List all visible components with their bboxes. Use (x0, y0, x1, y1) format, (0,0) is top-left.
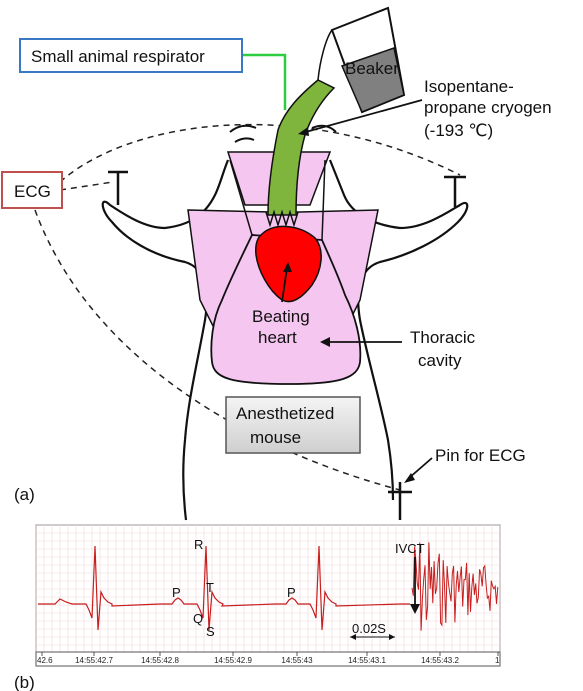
ecg-gridlines (35, 524, 501, 652)
ecg-chart: 42.6 14:55:42.7 14:55:42.8 14:55:42.9 14:55:… (35, 524, 501, 667)
wave-P1: P (172, 585, 181, 600)
time-axis (35, 651, 501, 667)
scale-bar (350, 634, 395, 640)
cryogen-label-3: (-193 ℃) (424, 121, 493, 140)
thoracic-arrow (320, 337, 402, 347)
pin-arrow (404, 457, 433, 483)
cryogen-arrow (298, 99, 423, 136)
ecg-box (1, 171, 63, 209)
heart-label-1: Beating (252, 307, 310, 326)
wave-R: R (194, 537, 203, 552)
ecg-wire-left-pin (59, 181, 114, 191)
ecg-pin-left (108, 170, 128, 205)
time-tick-label: 14:55:43.1 (348, 656, 386, 665)
cut-line-left (229, 159, 253, 236)
ecg-wire-upper (59, 123, 461, 183)
beaker-icon (317, 6, 406, 114)
ecg-wire-lower (34, 209, 401, 491)
wave-P2: P (287, 585, 296, 600)
panel-b-label: (b) (14, 673, 35, 691)
thoracic-label-1: Thoracic (410, 328, 476, 347)
thoracic-label-2: cavity (418, 351, 462, 370)
time-tick-label: 42.6 (37, 656, 53, 665)
left-ear (229, 124, 257, 133)
time-tick-label: 14:55:43 (281, 656, 313, 665)
ecg-pin-right (444, 175, 466, 207)
cut-line-right (321, 159, 326, 241)
wave-ivct: IVCT (395, 541, 425, 556)
ecg-trace (38, 545, 410, 631)
time-tick-label: 14:55:42.9 (214, 656, 252, 665)
panel-a-label: (a) (14, 485, 35, 504)
cryogen-stream (267, 79, 336, 216)
time-tick-label: 1 (495, 656, 500, 665)
left-ear-inner (234, 137, 255, 143)
wave-Q: Q (193, 611, 203, 626)
beaker-label: Beaker (345, 59, 399, 78)
time-tick-label: 14:55:43.2 (421, 656, 459, 665)
respirator-tube (240, 53, 287, 110)
respirator-box (19, 38, 243, 73)
rib-clamp (265, 209, 299, 228)
mouse-label-2: mouse (250, 428, 301, 447)
wave-S: S (206, 624, 215, 639)
wave-T: T (206, 580, 214, 595)
time-tick-label: 14:55:42.7 (75, 656, 113, 665)
ivct-arrow (410, 557, 420, 614)
heart-label-2: heart (258, 328, 297, 347)
pin-label: Pin for ECG (435, 446, 526, 465)
ecg-label: ECG (14, 182, 51, 201)
scale-label: 0.02S (352, 621, 386, 636)
time-tick-label: 14:55:42.8 (141, 656, 179, 665)
time-ticks: 42.6 14:55:42.7 14:55:42.8 14:55:42.9 14:55:… (37, 652, 500, 665)
respirator-label: Small animal respirator (31, 47, 205, 66)
heart-arrow (281, 262, 292, 303)
cryogen-label-1: Isopentane- (424, 77, 514, 96)
ecg-pin-bottom (388, 482, 412, 520)
mouse-box (225, 396, 361, 454)
mouse-label-1: Anesthetized (236, 404, 334, 423)
cryogen-label-2: propane cryogen (424, 98, 552, 117)
ecg-noise-burst (411, 542, 499, 631)
thoracic-cavity (210, 234, 362, 385)
